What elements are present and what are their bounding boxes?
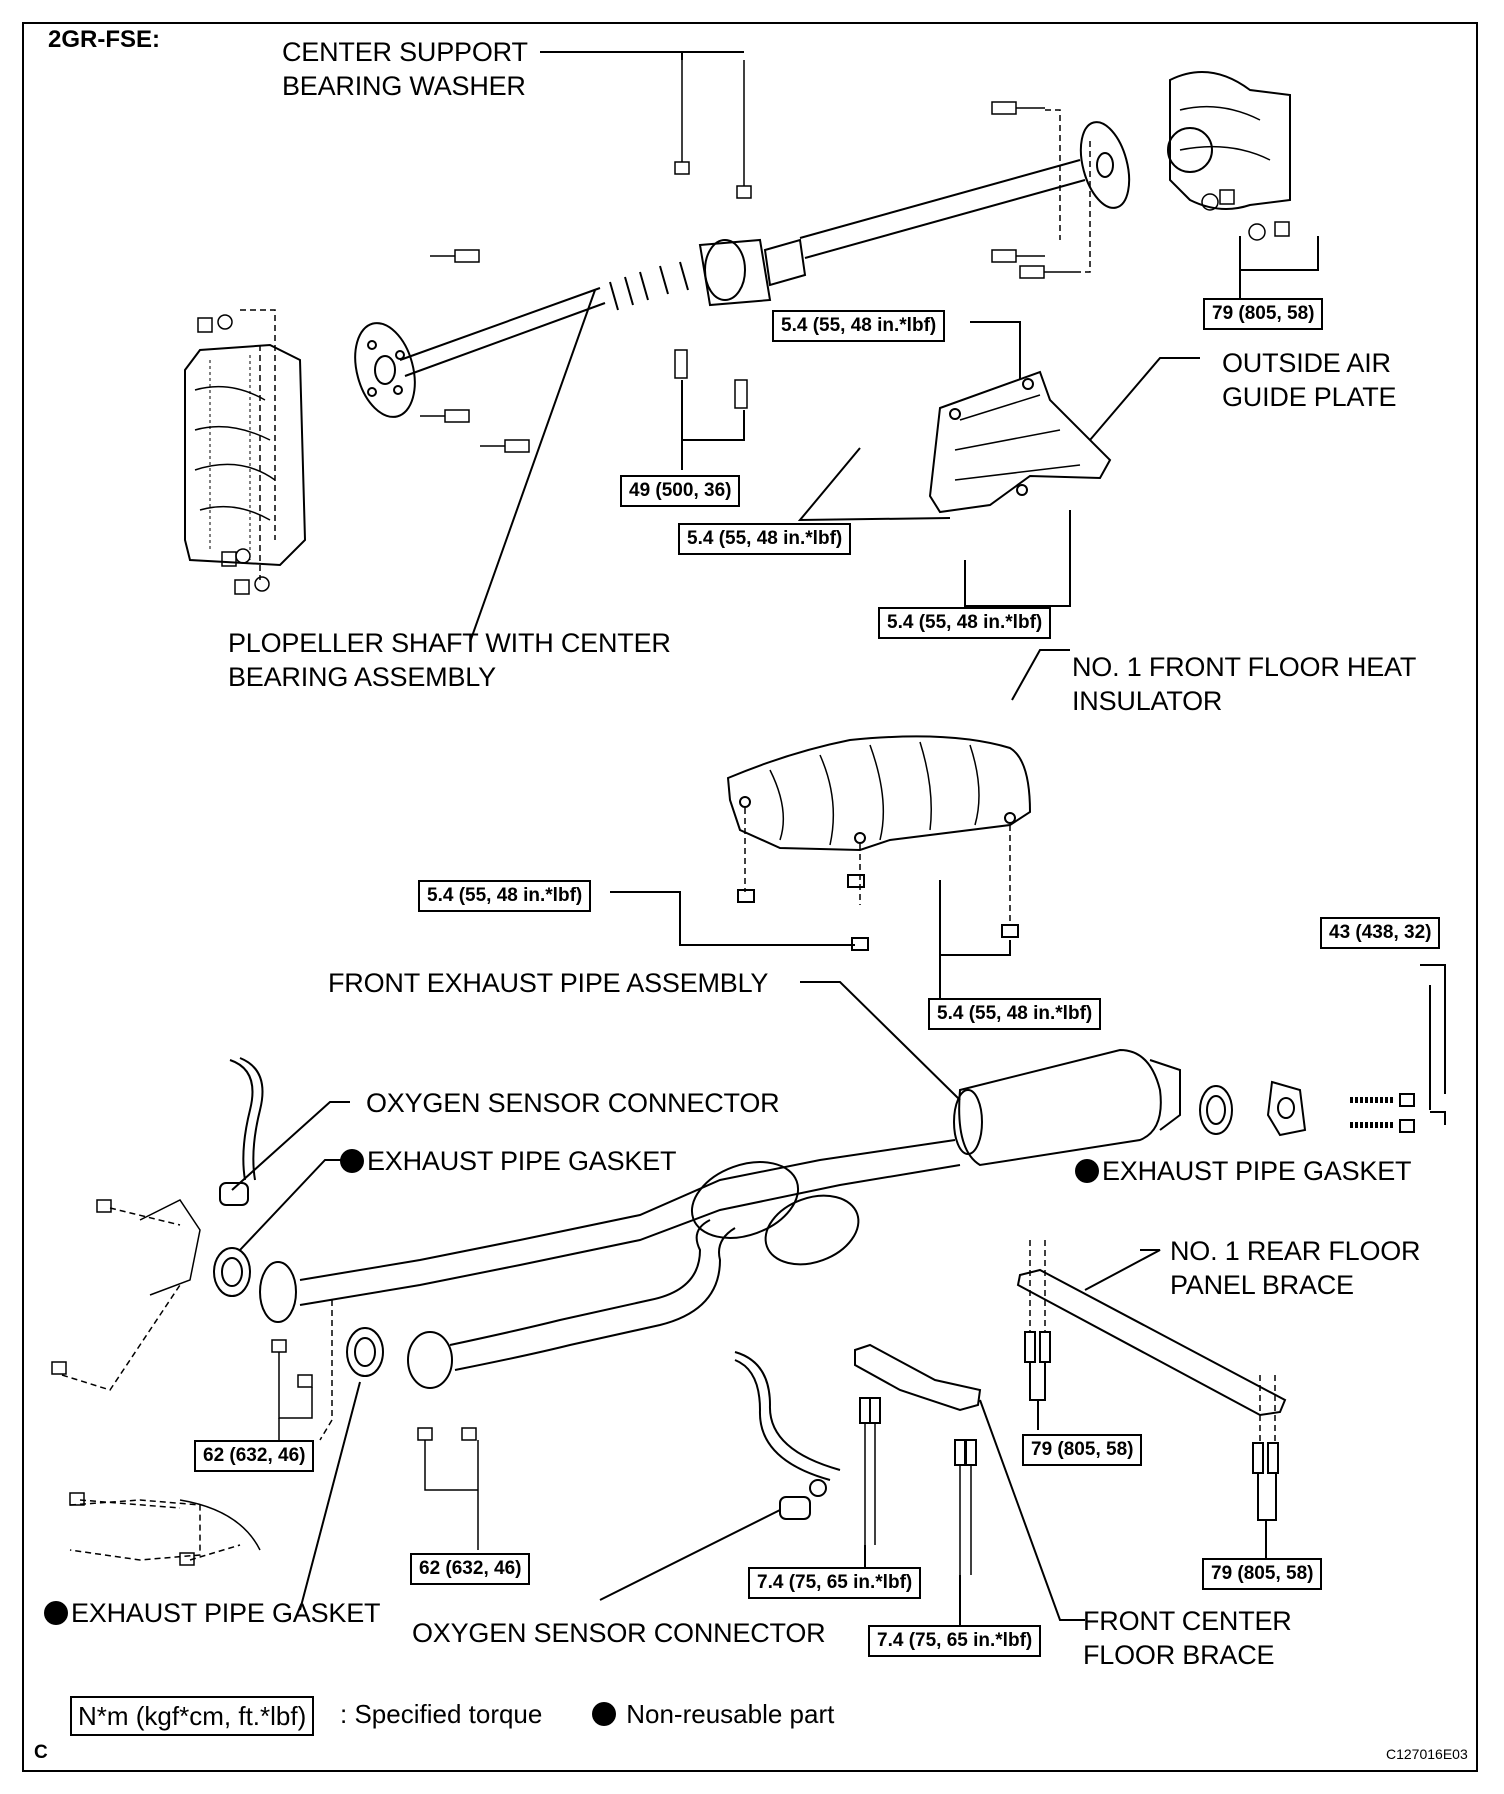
- label-text: EXHAUST PIPE GASKET: [367, 1146, 677, 1176]
- flange-bolts: [271, 1300, 479, 1550]
- label-line: NO. 1 REAR FLOOR: [1170, 1236, 1421, 1266]
- corner-letter: C: [34, 1742, 48, 1763]
- front-center-floor-brace: [854, 1343, 1085, 1635]
- label-line: NO. 1 FRONT FLOOR HEAT: [1072, 652, 1417, 682]
- label-line: GUIDE PLATE: [1222, 382, 1397, 412]
- label-oxygen-sensor-connector-top: OXYGEN SENSOR CONNECTOR: [366, 1088, 780, 1118]
- leader-lines-exhaust: [231, 981, 1161, 1611]
- transmission-housing: [184, 343, 307, 567]
- heat-insulator: [610, 649, 1070, 1000]
- non-reusable-dot-icon: [1075, 1159, 1099, 1183]
- label-front-floor-heat-insulator: NO. 1 FRONT FLOOR HEAT INSULATOR: [1072, 650, 1416, 718]
- torque-7-4-b: 7.4 (75, 65 in.*lbf): [868, 1625, 1042, 1657]
- outside-air-guide-plate: [928, 370, 1112, 514]
- label-line: FLOOR BRACE: [1083, 1640, 1275, 1670]
- legend-torque-unit: N*m (kgf*cm, ft.*lbf): [70, 1696, 315, 1736]
- rear-exhaust-connections: [51, 1199, 261, 1566]
- label-propeller-shaft-assembly: PLOPELLER SHAFT WITH CENTER BEARING ASSE…: [228, 626, 671, 694]
- shaft-fasteners: [197, 60, 1290, 595]
- propeller-shaft: [354, 121, 1131, 418]
- legend-non-reusable-text: Non-reusable part: [626, 1699, 835, 1729]
- figure-code: C127016E03: [1386, 1746, 1468, 1762]
- torque-5-4-guide-bottom: 5.4 (55, 48 in.*lbf): [878, 607, 1052, 639]
- torque-79-brace-right: 79 (805, 58): [1202, 1558, 1323, 1590]
- label-exhaust-pipe-gasket-upper-left: EXHAUST PIPE GASKET: [340, 1144, 677, 1178]
- non-reusable-dot-icon: [44, 1601, 68, 1625]
- label-exhaust-pipe-gasket-lower-left: EXHAUST PIPE GASKET: [44, 1596, 381, 1630]
- gaskets: [213, 964, 1446, 1377]
- torque-79-brace-left: 79 (805, 58): [1022, 1434, 1143, 1466]
- torque-5-4-guide-top: 5.4 (55, 48 in.*lbf): [772, 310, 946, 342]
- torque-7-4-a: 7.4 (75, 65 in.*lbf): [748, 1567, 922, 1599]
- label-text: EXHAUST PIPE GASKET: [71, 1598, 381, 1628]
- label-front-exhaust-pipe-assembly: FRONT EXHAUST PIPE ASSEMBLY: [328, 968, 769, 998]
- leader-lines-upper: [469, 51, 1319, 643]
- torque-79-top: 79 (805, 58): [1203, 298, 1324, 330]
- diagram-title: 2GR-FSE:: [48, 26, 161, 53]
- torque-5-4-guide-mid: 5.4 (55, 48 in.*lbf): [678, 523, 852, 555]
- label-outside-air-guide-plate: OUTSIDE AIR GUIDE PLATE: [1222, 346, 1397, 414]
- label-oxygen-sensor-connector-bottom: OXYGEN SENSOR CONNECTOR: [412, 1618, 826, 1648]
- torque-43: 43 (438, 32): [1320, 917, 1441, 949]
- legend-torque-text: : Specified torque: [340, 1699, 543, 1729]
- legend-non-reusable: Non-reusable part: [592, 1699, 834, 1730]
- label-line: FRONT CENTER: [1083, 1606, 1292, 1636]
- label-line: PANEL BRACE: [1170, 1270, 1354, 1300]
- torque-62-mid: 62 (632, 46): [410, 1553, 531, 1585]
- torque-5-4-insulator-right: 5.4 (55, 48 in.*lbf): [928, 998, 1102, 1030]
- rear-differential-housing: [1167, 71, 1291, 210]
- label-line: OUTSIDE AIR: [1222, 348, 1391, 378]
- label-rear-floor-panel-brace: NO. 1 REAR FLOOR PANEL BRACE: [1170, 1234, 1421, 1302]
- non-reusable-dot-icon: [592, 1702, 616, 1726]
- torque-62-left: 62 (632, 46): [194, 1440, 315, 1472]
- torque-49: 49 (500, 36): [620, 475, 741, 507]
- torque-5-4-insulator-left: 5.4 (55, 48 in.*lbf): [418, 880, 592, 912]
- label-text: EXHAUST PIPE GASKET: [1102, 1156, 1412, 1186]
- label-line: BEARING WASHER: [282, 71, 526, 101]
- front-exhaust-pipe: [259, 1048, 1181, 1389]
- label-exhaust-pipe-gasket-right: EXHAUST PIPE GASKET: [1075, 1154, 1412, 1188]
- label-line: PLOPELLER SHAFT WITH CENTER: [228, 628, 671, 658]
- diagram-frame: [22, 22, 1478, 1772]
- label-center-support-bearing-washer: CENTER SUPPORT BEARING WASHER: [282, 35, 528, 103]
- label-line: BEARING ASSEMBLY: [228, 662, 496, 692]
- non-reusable-dot-icon: [340, 1149, 364, 1173]
- label-line: INSULATOR: [1072, 686, 1223, 716]
- label-line: CENTER SUPPORT: [282, 37, 528, 67]
- label-front-center-floor-brace: FRONT CENTER FLOOR BRACE: [1083, 1604, 1292, 1672]
- oxygen-sensors: [219, 1057, 841, 1520]
- rear-floor-panel-brace: [1016, 1240, 1287, 1558]
